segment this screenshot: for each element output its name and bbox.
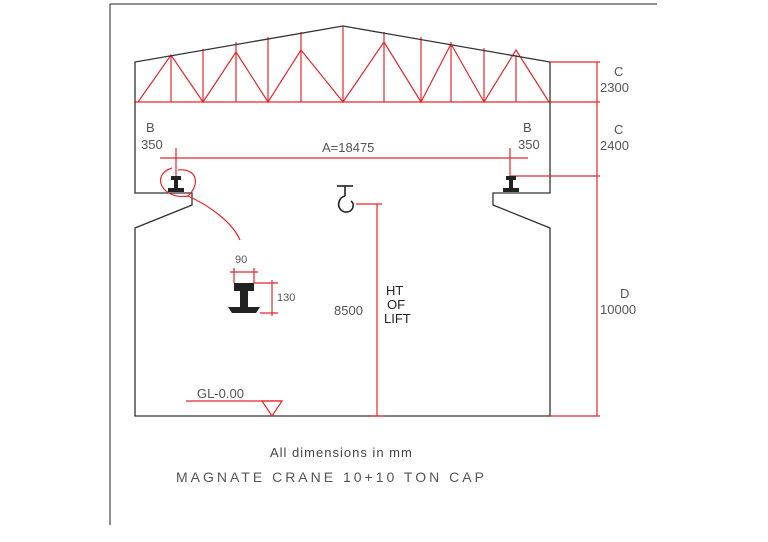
b-right-value: 350 xyxy=(518,137,540,152)
ground-level-label: GL-0.00 xyxy=(197,386,244,401)
crane-hook-icon xyxy=(337,185,354,213)
rail-section-icon xyxy=(228,283,260,313)
lift-label-line3: LIFT xyxy=(384,311,411,326)
b-right-letter: B xyxy=(523,120,532,135)
drawing-title: MAGNATE CRANE 10+10 TON CAP xyxy=(176,469,487,485)
d-value: 10000 xyxy=(600,302,636,317)
b-left-value: 350 xyxy=(141,137,163,152)
span-label: A=18475 xyxy=(322,140,374,155)
lift-label-line1: HT xyxy=(386,283,403,298)
c-top-letter: C xyxy=(614,64,623,79)
ground-level: GL-0.00 xyxy=(186,386,284,418)
span-dimension: A=18475 B 350 B 350 xyxy=(141,120,540,176)
c-top-value: 2300 xyxy=(600,80,629,95)
lift-dimension: 8500 HT OF LIFT xyxy=(334,203,411,417)
building-outline xyxy=(134,25,551,417)
c-mid-value: 2400 xyxy=(600,138,629,153)
rail-height-label: 130 xyxy=(277,292,295,304)
rail-dimensions: 90 130 xyxy=(230,254,295,316)
d-letter: D xyxy=(620,286,629,301)
lift-value: 8500 xyxy=(334,303,363,318)
c-mid-letter: C xyxy=(614,122,623,137)
left-rail xyxy=(168,176,184,192)
level-marker-icon xyxy=(260,400,284,418)
lift-label-line2: OF xyxy=(387,297,405,312)
units-note: All dimensions in mm xyxy=(270,445,413,460)
b-left-letter: B xyxy=(146,120,155,135)
rail-width-label: 90 xyxy=(235,254,247,266)
right-rail xyxy=(503,176,519,192)
right-dimension-chain: C 2300 C 2400 D 10000 xyxy=(510,61,636,417)
roof-truss xyxy=(135,26,550,104)
rail-callout-loop xyxy=(177,169,196,197)
